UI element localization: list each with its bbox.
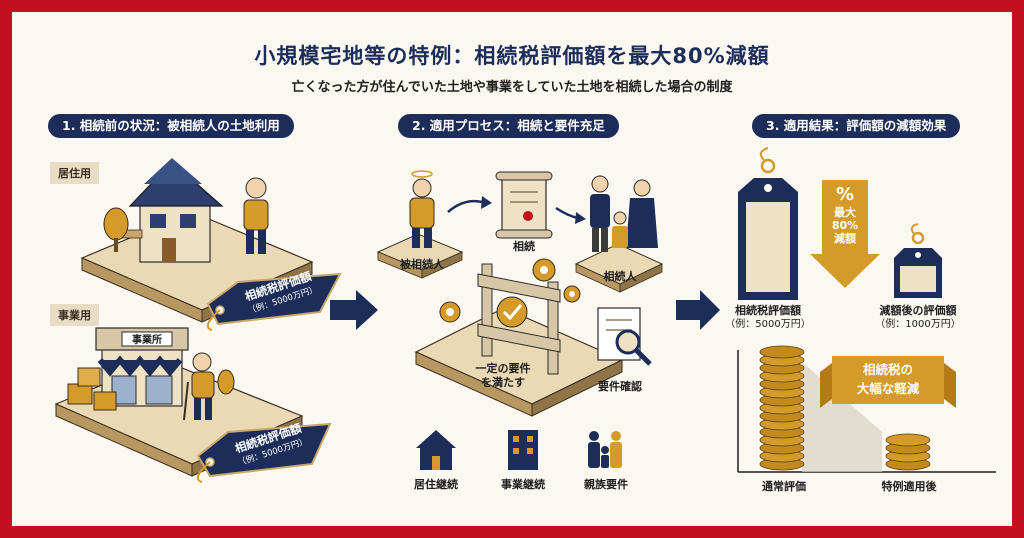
price-tag-small-icon — [894, 223, 942, 298]
after-value-line1: 減額後の評価額 — [879, 304, 957, 317]
family-small-icon — [588, 431, 622, 468]
arrow-text-line1: 最大 — [834, 206, 856, 219]
price-tag-large-icon — [738, 147, 798, 300]
store-sign-text: 事業所 — [132, 335, 162, 346]
curved-arrow-icon — [447, 199, 483, 213]
illustration-layer — [54, 147, 996, 483]
deceased-person-icon — [409, 170, 435, 248]
gate-icon — [477, 263, 561, 375]
coin — [759, 345, 805, 359]
arrow-head-icon-2 — [575, 212, 586, 224]
will-document-icon — [495, 171, 553, 239]
coin-stack-short-icon — [885, 433, 931, 471]
business-label: 事業用 — [50, 304, 99, 326]
section1-heading: 1. 相続前の状況：被相続人の土地利用 — [48, 114, 294, 138]
before-value-line1: 相続税評価額 — [735, 304, 801, 317]
tree-icon — [103, 207, 129, 252]
heir-platform — [574, 243, 664, 293]
normal-valuation-label: 通常評価 — [762, 480, 806, 493]
after-value-line2: （例：1000万円） — [875, 319, 961, 330]
infographic-page: 小規模宅地等の特例：相続税評価額を最大80%減額 亡くなった方が住んでいた土地や… — [12, 12, 1012, 526]
banner-text: 相続税の 大幅な軽減 — [834, 360, 942, 398]
requirement-met-label: 一定の要件 を満たす — [470, 362, 536, 390]
requirement-met-line2: を満たす — [481, 376, 525, 389]
req-item-business: 事業継続 — [501, 478, 545, 491]
section2-heading: 2. 適用プロセス：相続と要件充足 — [398, 114, 619, 138]
decedent-platform — [376, 233, 464, 279]
elderly-man-cane-icon — [183, 352, 235, 421]
coin-stack-tall-icon — [759, 345, 805, 471]
elderly-man-icon — [243, 177, 269, 254]
boxes-icon — [67, 367, 117, 411]
heir-label: 相続人 — [603, 270, 637, 283]
section3-heading: 3. 適用結果：評価額の減額効果 — [752, 114, 961, 138]
banner-line1: 相続税の — [862, 362, 913, 377]
down-arrow-icon — [810, 180, 880, 288]
requirement-met-line1: 一定の要件 — [475, 362, 531, 375]
req-item-family: 親族要件 — [584, 478, 628, 491]
arrow-right-icon — [330, 290, 378, 330]
after-value-label: 減額後の評価額 （例：1000万円） — [864, 304, 972, 332]
before-value-label: 相続税評価額 （例：5000万円） — [716, 304, 820, 332]
coin — [885, 433, 931, 447]
special-valuation-label: 特例適用後 — [881, 480, 937, 493]
requirement-check-label: 要件確認 — [598, 380, 642, 393]
valuation-tag-residential — [206, 272, 342, 331]
reduction-banner — [820, 356, 956, 408]
residential-label: 居住用 — [50, 162, 99, 184]
arrow-text-line2: 80% — [831, 219, 859, 232]
gear-icon — [439, 258, 581, 323]
before-value-line2: （例：5000万円） — [725, 319, 811, 330]
curved-arrow-icon-2 — [555, 206, 579, 220]
valuation-tag-business — [196, 422, 332, 483]
inheritance-label: 相続 — [513, 240, 535, 253]
decedent-label: 被相続人 — [400, 258, 444, 271]
req-item-residence: 居住継続 — [414, 478, 458, 491]
arrow-text-line3: 減額 — [834, 232, 856, 245]
house-icon — [111, 158, 224, 263]
document-magnifier-icon — [597, 307, 652, 366]
requirements-platform — [414, 307, 624, 417]
building-icon — [508, 430, 538, 470]
percent-symbol: % — [835, 184, 855, 205]
arrow-head-icon — [481, 196, 492, 209]
house-small-icon — [416, 430, 456, 470]
arrow-right-icon-2 — [676, 290, 720, 330]
banner-line2: 大幅な軽減 — [856, 381, 920, 396]
page-subtitle: 亡くなった方が住んでいた土地や事業をしていた土地を相続した場合の制度 — [291, 80, 733, 95]
page-title: 小規模宅地等の特例：相続税評価額を最大80%減額 — [254, 44, 770, 68]
arrow-text: % 最大 80% 減額 — [822, 184, 868, 245]
family-icon — [590, 175, 658, 252]
